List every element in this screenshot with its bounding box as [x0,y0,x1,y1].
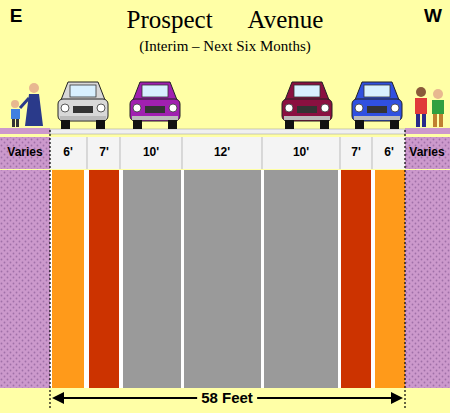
dimension-label: 6' [384,146,394,159]
pedestrians [11,83,444,127]
car [282,82,332,129]
dimension-label: 7' [99,146,109,159]
lane-stripe [261,170,264,388]
title: Prospect Avenue [127,6,324,34]
bike-lane [52,170,84,388]
parking-lane [341,170,371,388]
bike-lane [375,170,405,388]
dimension-label: 10' [293,146,309,159]
dimension-label: 7' [351,146,361,159]
dimension-label: 10' [143,146,159,159]
dimension-label: Varies [7,146,42,159]
direction-label: E [10,6,23,27]
dimension-row [0,137,450,169]
dimension-label: 12' [214,146,230,159]
car [58,82,108,129]
dimension-label: Varies [409,146,444,159]
car [130,82,180,129]
subtitle: (Interim – Next Six Months) [139,38,311,55]
travel-lanes [123,170,338,388]
total-width: 58 Feet [197,390,257,407]
direction-label: W [424,6,442,27]
parking-lane [89,170,119,388]
dimension-arrow [50,130,405,410]
cars [58,82,402,129]
lane-bands [0,170,450,388]
lane-stripe [181,170,184,388]
car [352,82,402,129]
dimension-label: 6' [63,146,73,159]
